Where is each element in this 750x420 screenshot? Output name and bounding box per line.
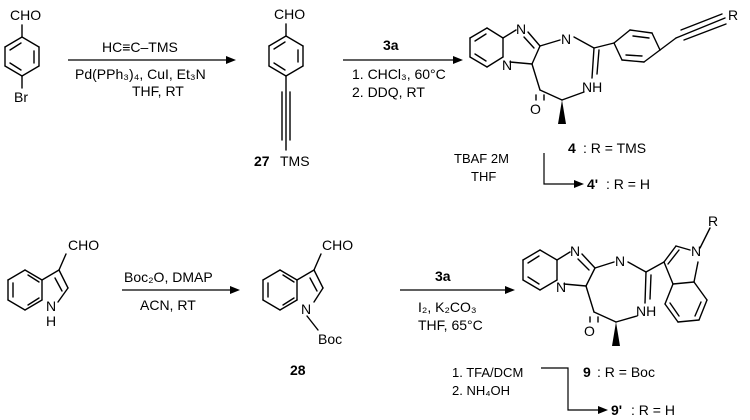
step3-arrow: Boc₂O, DMAP ACN, RT xyxy=(122,269,240,313)
deprot2-cond-2: 2. NH₄OH xyxy=(452,383,510,398)
prod9-atom-n-indole: N xyxy=(691,243,701,259)
prod4-atom-nh: NH xyxy=(582,79,602,95)
compound-9prime-label: 9' xyxy=(611,402,622,418)
prod4-atom-n2: N xyxy=(502,57,512,73)
compound-28: CHO N Boc 28 xyxy=(262,237,353,378)
compound-4-labels: 4 : R = TMS TBAF 2M THF 4' : R = H xyxy=(454,140,650,192)
bromobenzaldehyde: CHO Br xyxy=(4,7,41,105)
step3-conditions: ACN, RT xyxy=(140,297,196,313)
compound-4prime-label: 4' xyxy=(587,176,598,192)
step2-conditions-1: 1. CHCl₃, 60°C xyxy=(352,66,446,82)
sm2-n-label: N xyxy=(46,298,56,314)
compound-9prime-r: : R = H xyxy=(631,402,675,418)
compound-4-r: : R = TMS xyxy=(583,140,646,156)
compound-27-label: 27 xyxy=(254,153,270,169)
int28-cho-label: CHO xyxy=(322,237,353,253)
prod4-atom-o: O xyxy=(530,101,541,117)
step4-arrow: 3a I₂, K₂CO₃ THF, 65°C xyxy=(400,268,515,333)
prod9-atom-n3: N xyxy=(615,253,625,269)
sm1-cho-label: CHO xyxy=(10,7,41,23)
prod9-atom-n1: N xyxy=(570,243,580,259)
sm2-cho-label: CHO xyxy=(68,237,99,253)
step4-conditions-1: I₂, K₂CO₃ xyxy=(418,299,477,315)
compound-4prime-r: : R = H xyxy=(606,176,650,192)
compound-9: N N N NH O N R xyxy=(522,213,718,346)
compound-4: N N N NH O R xyxy=(469,7,738,124)
int27-cho-label: CHO xyxy=(274,6,305,22)
prod9-atom-n2: N xyxy=(556,279,566,295)
compound-4-label: 4 xyxy=(568,140,576,156)
step1-conditions-1: Pd(PPh₃)₄, CuI, Et₃N xyxy=(75,66,206,82)
step4-reagent: 3a xyxy=(435,268,451,284)
prod9-atom-o: O xyxy=(584,323,595,339)
deprot2-cond-1: 1. TFA/DCM xyxy=(452,365,523,380)
step2-arrow: 3a 1. CHCl₃, 60°C 2. DDQ, RT xyxy=(343,37,463,100)
prod4-atom-r: R xyxy=(728,7,738,23)
deprot1-cond-2: THF xyxy=(471,169,496,184)
int28-n-label: N xyxy=(301,301,311,317)
step1-reagent: HC≡C–TMS xyxy=(102,39,178,55)
step2-conditions-2: 2. DDQ, RT xyxy=(352,84,425,100)
int28-boc-label: Boc xyxy=(318,331,342,347)
step4-conditions-2: THF, 65°C xyxy=(418,317,483,333)
compound-9-label: 9 xyxy=(583,364,591,380)
deprot1-cond-1: TBAF 2M xyxy=(454,151,509,166)
indole-carbaldehyde: CHO N H xyxy=(7,237,99,329)
prod4-atom-n1: N xyxy=(516,21,526,37)
step1-arrow: HC≡C–TMS Pd(PPh₃)₄, CuI, Et₃N THF, RT xyxy=(68,39,236,99)
step1-conditions-2: THF, RT xyxy=(132,83,184,99)
int27-tms-label: TMS xyxy=(280,153,310,169)
compound-28-label: 28 xyxy=(290,362,306,378)
sm1-br-label: Br xyxy=(14,89,28,105)
prod4-atom-n3: N xyxy=(561,31,571,47)
step3-reagent: Boc₂O, DMAP xyxy=(124,269,213,285)
compound-9-labels: 1. TFA/DCM 2. NH₄OH 9 : R = Boc 9' : R =… xyxy=(452,364,675,418)
step2-reagent: 3a xyxy=(383,37,399,53)
prod9-atom-nh: NH xyxy=(636,303,656,319)
prod9-atom-r: R xyxy=(708,213,718,229)
sm2-h-label: H xyxy=(46,313,56,329)
compound-9-r: : R = Boc xyxy=(597,364,655,380)
compound-27: CHO TMS 27 xyxy=(254,6,310,169)
